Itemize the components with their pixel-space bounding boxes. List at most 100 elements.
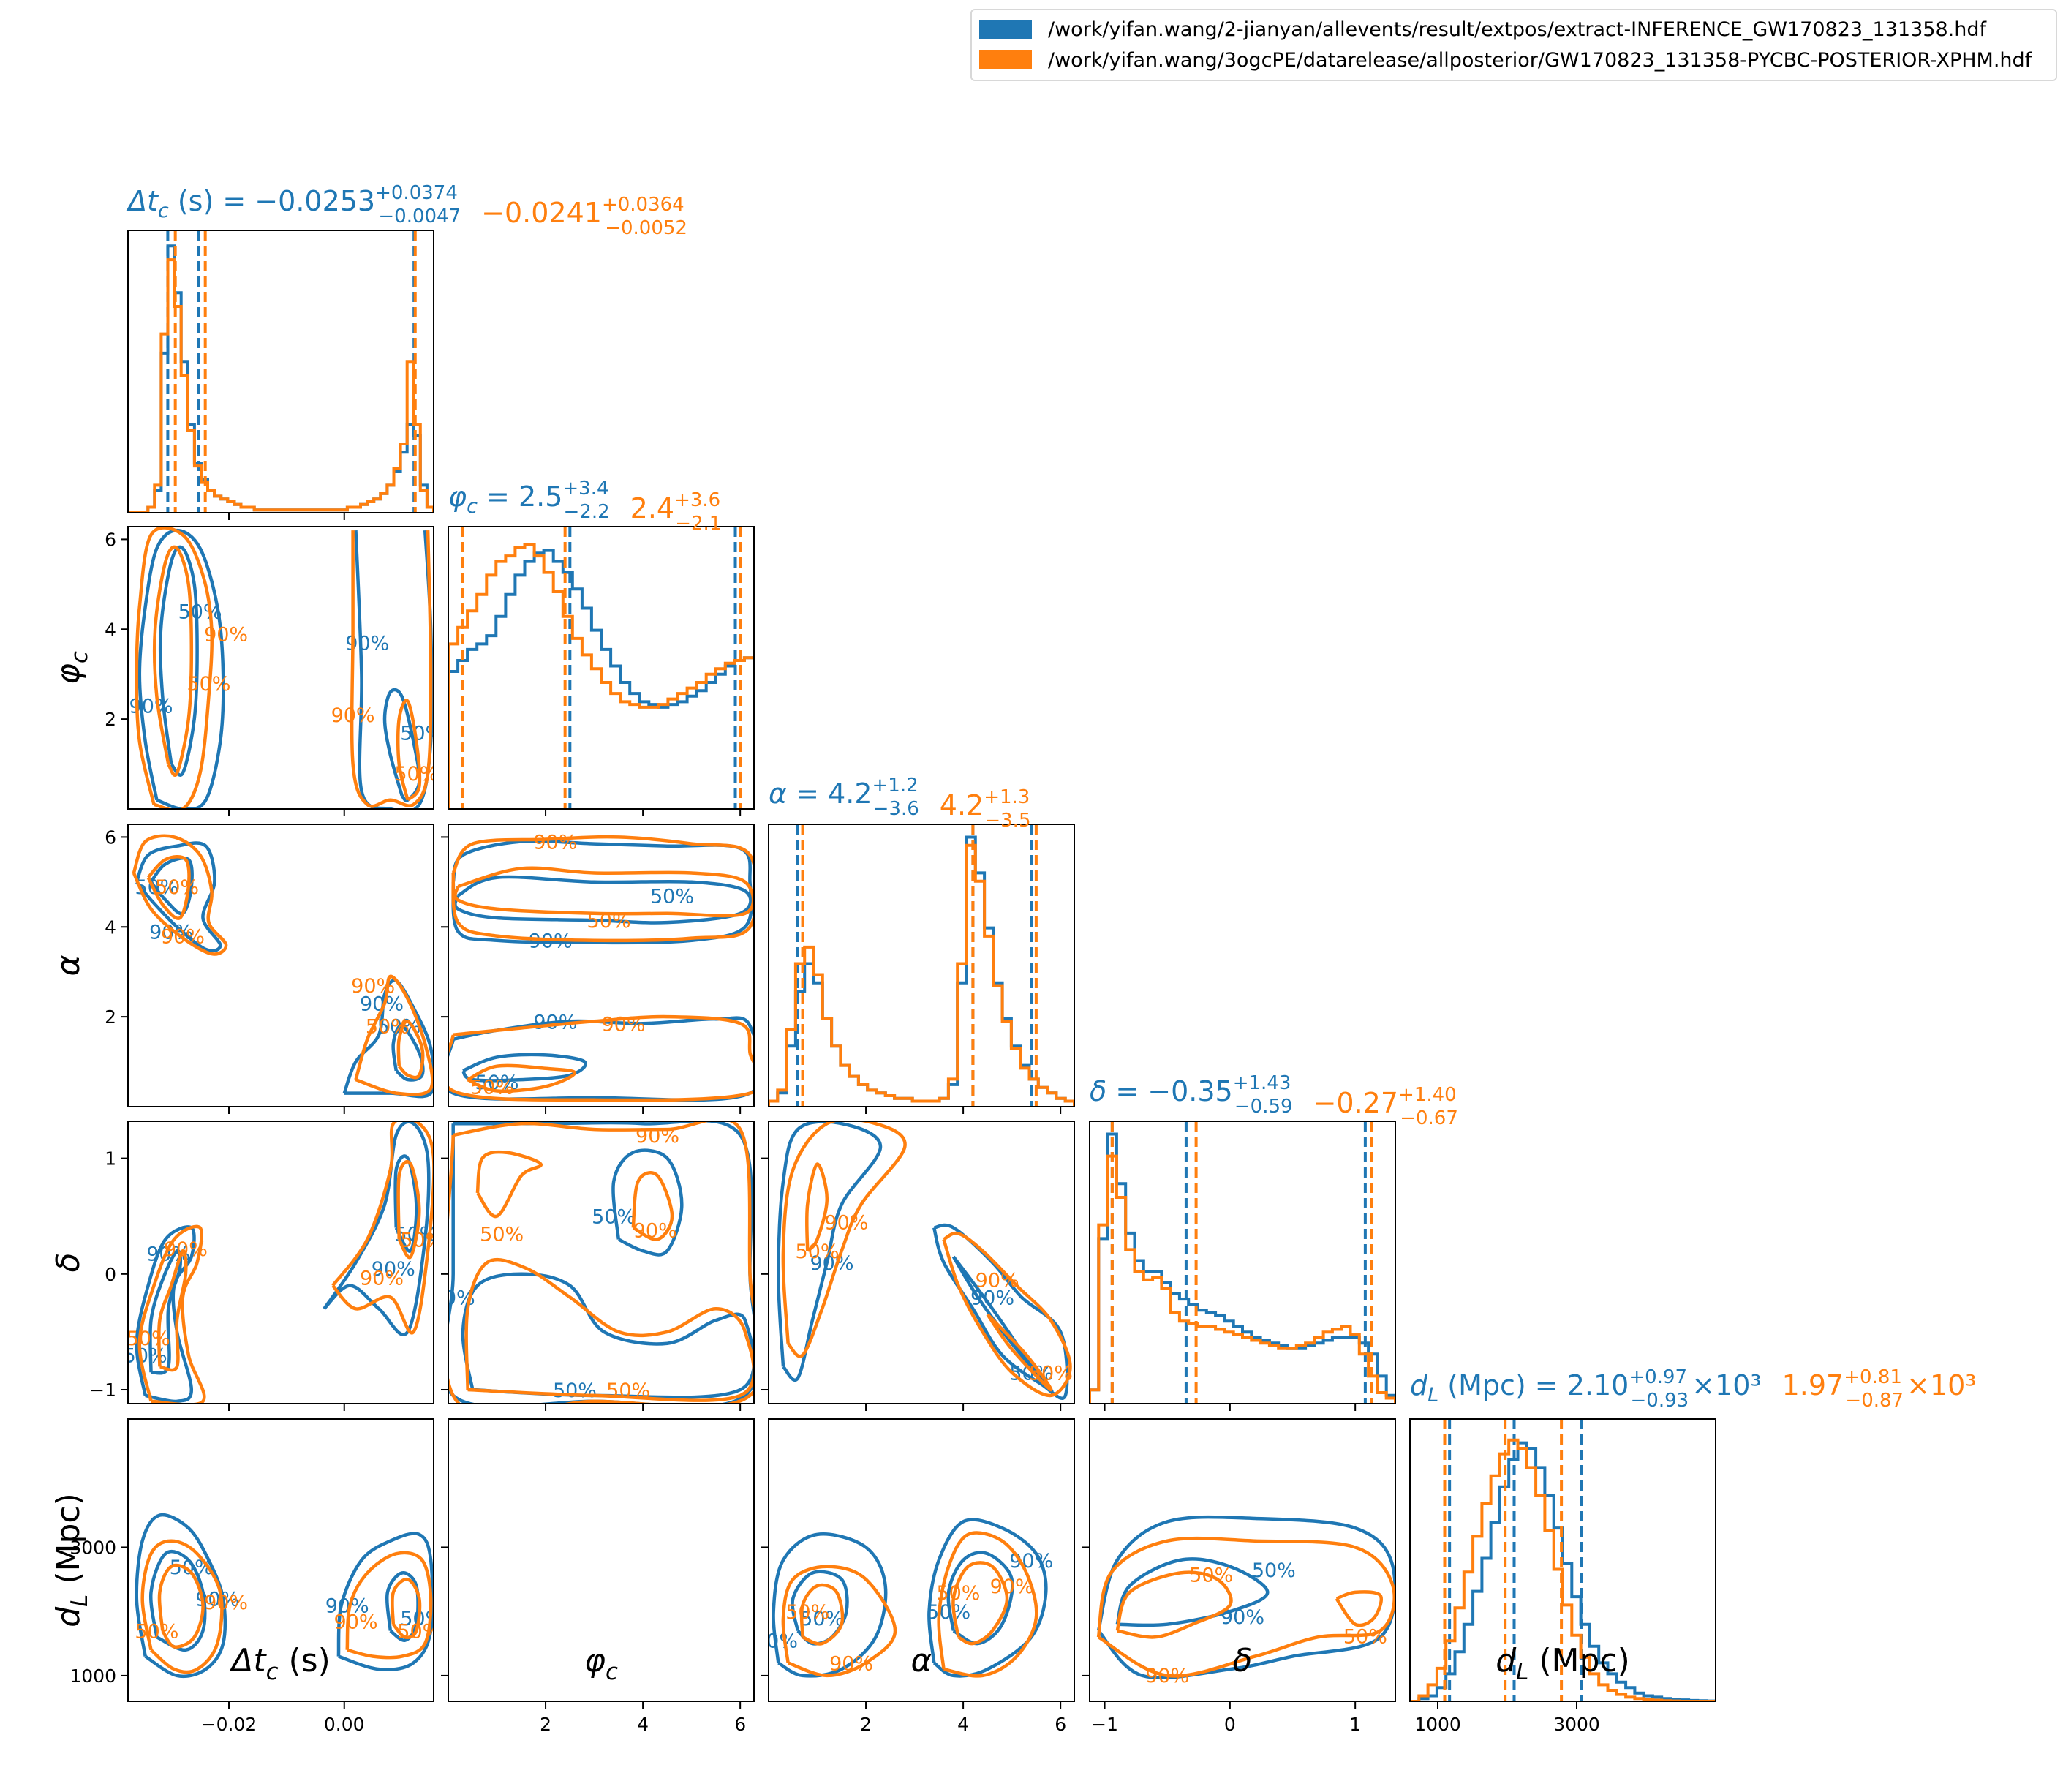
contour-tc-dec-blue-0 bbox=[135, 1225, 196, 1404]
contour-label-phic-dec-orange-2: 50% bbox=[606, 1379, 650, 1402]
contour-label-phic-dec-blue-1: 50% bbox=[553, 1379, 597, 1402]
contour-phic-ra-orange-1 bbox=[453, 866, 754, 918]
contour-ra-dl-orange-2 bbox=[937, 1531, 1038, 1678]
panel-tc-ra-frame bbox=[127, 824, 434, 1107]
contour-label-tc-dl-orange-3: 50% bbox=[397, 1621, 441, 1644]
xtick-label-ra-1: 4 bbox=[957, 1714, 969, 1735]
contour-tc-dec-orange-2 bbox=[331, 1121, 434, 1335]
title-text-dec: δ = −0.35+1.43−0.59−0.27+1.40−0.67 bbox=[1090, 1072, 1458, 1129]
contour-tc-phic-orange-0 bbox=[135, 527, 214, 809]
yaxis-label-dec: δ bbox=[50, 1253, 87, 1273]
contour-phic-dec-orange-0 bbox=[448, 1121, 754, 1404]
panel-phic-phic-frame bbox=[448, 526, 755, 810]
contour-ra-dec-orange-0 bbox=[781, 1121, 907, 1358]
panel-phic-ra: 90%50%90%50%90%50%90%50% bbox=[441, 824, 755, 1114]
xtick-label-dec-0: −1 bbox=[1091, 1714, 1118, 1735]
contour-label-ra-dl-blue-3: 50% bbox=[927, 1601, 970, 1624]
contour-tc-phic-blue-0 bbox=[137, 528, 225, 809]
contour-label-ra-dec-orange-3: 50% bbox=[1029, 1362, 1073, 1385]
contour-label-dec-dl-orange-1: 50% bbox=[1189, 1564, 1233, 1586]
legend-entry-orange: /work/yifan.wang/3ogcPE/datarelease/allp… bbox=[979, 45, 2032, 75]
title-dec: δ = −0.35+1.43−0.59−0.27+1.40−0.67 bbox=[1090, 1072, 1458, 1129]
legend-swatch-orange bbox=[979, 50, 1032, 69]
panel-dec-dec-content bbox=[1090, 1121, 1395, 1404]
panel-ra-dl-frame bbox=[768, 1418, 1075, 1702]
legend-label-blue: /work/yifan.wang/2-jianyan/allevents/res… bbox=[1048, 18, 1986, 41]
contour-ra-dec-blue-0 bbox=[777, 1121, 883, 1382]
contour-label-phic-ra-orange-0: 90% bbox=[533, 832, 577, 854]
panel-tc-ra-content: 90%50%90%50%90%50%90%50% bbox=[132, 834, 434, 1099]
panel-tc-ra: 90%50%90%50%90%50%90%50%246 bbox=[105, 824, 434, 1114]
panel-dec-dec-frame bbox=[1089, 1121, 1396, 1404]
contour-label-tc-dec-orange-3: 50% bbox=[400, 1229, 444, 1251]
contour-label-phic-dec-orange-0: 90% bbox=[636, 1125, 679, 1148]
xtick-label-dec-2: 1 bbox=[1349, 1714, 1361, 1735]
contour-tc-dec-blue-3 bbox=[393, 1154, 418, 1253]
contour-ra-dec-orange-2 bbox=[942, 1231, 1072, 1398]
panel-phic-phic bbox=[448, 526, 755, 816]
xtick-label-dl-1: 3000 bbox=[1553, 1714, 1600, 1735]
hist-ra-orange bbox=[769, 843, 1074, 1107]
panel-dl-dl-content bbox=[1410, 1419, 1716, 1701]
xaxis-label-ra: α bbox=[910, 1642, 932, 1679]
contour-ra-dl-orange-0 bbox=[781, 1565, 897, 1678]
panel-tc-tc-content bbox=[128, 230, 434, 513]
contour-label-tc-phic-blue-1: 50% bbox=[178, 601, 222, 624]
contour-ra-dl-blue-2 bbox=[927, 1518, 1048, 1678]
contour-label-dec-dl-orange-2: 50% bbox=[1343, 1626, 1387, 1649]
contour-label-tc-ra-orange-3: 50% bbox=[366, 1015, 410, 1038]
contour-dec-dl-orange-0 bbox=[1096, 1536, 1395, 1678]
hist-dl-orange bbox=[1410, 1438, 1716, 1701]
ytick-label-phic-1: 4 bbox=[105, 619, 116, 640]
contour-label-tc-dec-orange-1: 50% bbox=[127, 1328, 170, 1350]
panel-tc-phic-frame bbox=[127, 526, 434, 810]
contour-tc-dec-orange-1 bbox=[156, 1249, 188, 1372]
contour-ra-dec-orange-3 bbox=[986, 1313, 1053, 1392]
panel-tc-tc-frame bbox=[127, 230, 434, 513]
xtick-label-dec-1: 0 bbox=[1224, 1714, 1236, 1735]
panel-tc-tc bbox=[127, 230, 434, 520]
panel-phic-ra-frame bbox=[448, 824, 755, 1107]
panel-tc-dec: 90%50%90%50%90%50%90%50%−101 bbox=[89, 1121, 444, 1411]
contour-tc-ra-orange-0 bbox=[132, 834, 228, 956]
panel-tc-phic: 90%50%90%50%90%50%90%50%246 bbox=[105, 526, 434, 816]
contour-tc-dl-blue-2 bbox=[336, 1532, 434, 1671]
panel-phic-dec-frame bbox=[448, 1121, 755, 1404]
contour-dec-dl-blue-1 bbox=[1115, 1557, 1270, 1627]
contour-label-ra-dec-orange-1: 50% bbox=[796, 1241, 840, 1263]
contour-label-tc-dl-orange-1: 50% bbox=[135, 1621, 178, 1644]
contour-label-phic-ra-orange-3: 50% bbox=[470, 1076, 514, 1099]
contour-label-ra-dec-blue-0: 90% bbox=[810, 1252, 853, 1275]
contour-label-tc-dec-orange-2: 90% bbox=[360, 1268, 404, 1290]
contour-label-dec-dl-orange-0: 90% bbox=[1145, 1665, 1189, 1687]
hist-phic-orange bbox=[448, 543, 754, 809]
panel-tc-phic-content: 90%50%90%50%90%50%90%50% bbox=[129, 527, 434, 809]
xaxis-label-dec: δ bbox=[1233, 1642, 1253, 1679]
contour-ra-dec-orange-1 bbox=[804, 1162, 829, 1252]
contour-tc-phic-orange-2 bbox=[350, 530, 433, 808]
contour-tc-ra-orange-1 bbox=[146, 855, 191, 920]
contour-phic-ra-blue-3 bbox=[461, 1053, 587, 1083]
contour-tc-dl-orange-2 bbox=[345, 1551, 433, 1660]
contour-label-ra-dl-orange-0: 90% bbox=[829, 1652, 873, 1675]
contour-label-phic-dec-orange-3: 90% bbox=[633, 1220, 677, 1243]
xaxis-label-tc: Δtc (s) bbox=[229, 1642, 331, 1685]
ytick-label-dl-1: 3000 bbox=[69, 1537, 116, 1558]
contour-dec-dl-orange-2 bbox=[1335, 1590, 1383, 1627]
contour-phic-ra-orange-0 bbox=[451, 835, 754, 943]
panel-phic-dec-content: 90%50%50%90%50%50%90% bbox=[448, 1121, 754, 1404]
xtick-label-phic-2: 6 bbox=[734, 1714, 746, 1735]
ytick-label-dl-0: 1000 bbox=[69, 1665, 116, 1687]
contour-tc-dec-orange-0 bbox=[137, 1224, 206, 1404]
contour-tc-ra-orange-2 bbox=[354, 974, 434, 1096]
contour-label-phic-dec-blue-2: 50% bbox=[592, 1206, 636, 1229]
panel-tc-dec-frame bbox=[127, 1121, 434, 1404]
contour-dec-dl-orange-1 bbox=[1115, 1570, 1233, 1639]
